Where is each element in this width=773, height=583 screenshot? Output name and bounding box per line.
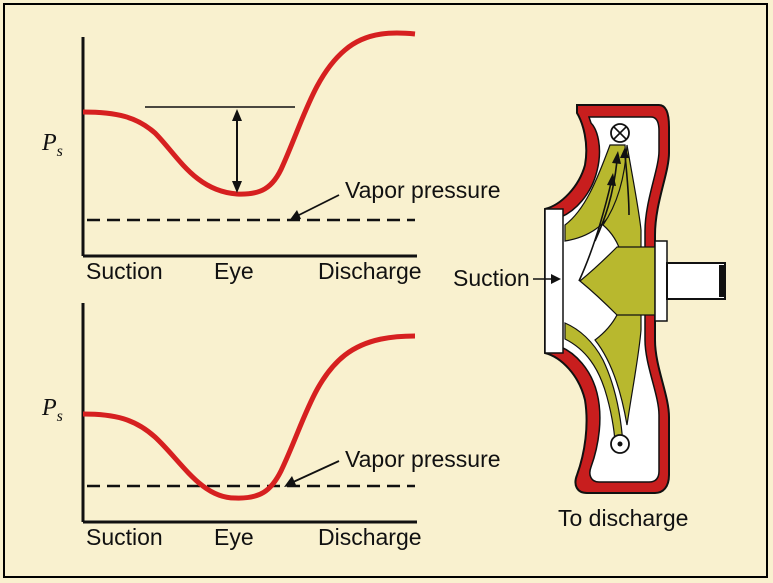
bottom-x-label-eye: Eye bbox=[214, 524, 254, 550]
bottom-x-label-discharge: Discharge bbox=[318, 524, 422, 550]
suction-label: Suction bbox=[453, 265, 530, 291]
bottom-y-label: Ps bbox=[41, 395, 63, 425]
top-x-label-suction: Suction bbox=[86, 258, 163, 284]
top-pressure-curve bbox=[82, 30, 416, 197]
top-npsh-arrowhead-up bbox=[232, 109, 242, 121]
bottom-x-label-suction: Suction bbox=[86, 524, 163, 550]
shaft-collar bbox=[654, 240, 668, 322]
diagram-canvas: Vapor pressure Ps Suction Eye Discharge … bbox=[41, 30, 726, 550]
top-x-label-eye: Eye bbox=[214, 258, 254, 284]
top-vapor-leader bbox=[294, 194, 340, 218]
flow-arrowhead-3 bbox=[620, 147, 629, 158]
top-vapor-label: Vapor pressure bbox=[345, 177, 501, 203]
suction-leader-arrowhead bbox=[551, 274, 561, 284]
pump-cross-section: Suction To discharge bbox=[453, 104, 726, 531]
top-x-label-discharge: Discharge bbox=[318, 258, 422, 284]
top-y-label: Ps bbox=[41, 130, 63, 160]
bottom-pressure-curve bbox=[82, 333, 416, 501]
top-graph: Vapor pressure Ps Suction Eye Discharge bbox=[41, 30, 501, 284]
bottom-vapor-leader-arrowhead bbox=[284, 476, 296, 487]
discharge-label: To discharge bbox=[558, 505, 688, 531]
bottom-graph: Vapor pressure Ps Suction Eye Discharge bbox=[41, 303, 501, 550]
flow-arrow-3 bbox=[624, 154, 630, 216]
top-npsh-arrowhead-down bbox=[232, 181, 242, 193]
volute-out-cross-b bbox=[613, 126, 627, 140]
bottom-vapor-label: Vapor pressure bbox=[345, 446, 501, 472]
bottom-vapor-leader bbox=[290, 460, 340, 484]
top-vapor-leader-arrowhead bbox=[289, 210, 301, 221]
figure: Vapor pressure Ps Suction Eye Discharge … bbox=[3, 3, 768, 578]
volute-in-dot bbox=[617, 441, 623, 447]
flow-arrow-2 bbox=[594, 160, 618, 242]
shaft-key bbox=[719, 265, 725, 297]
flow-arrowhead-2 bbox=[612, 151, 621, 164]
pump-shaft bbox=[666, 262, 726, 300]
